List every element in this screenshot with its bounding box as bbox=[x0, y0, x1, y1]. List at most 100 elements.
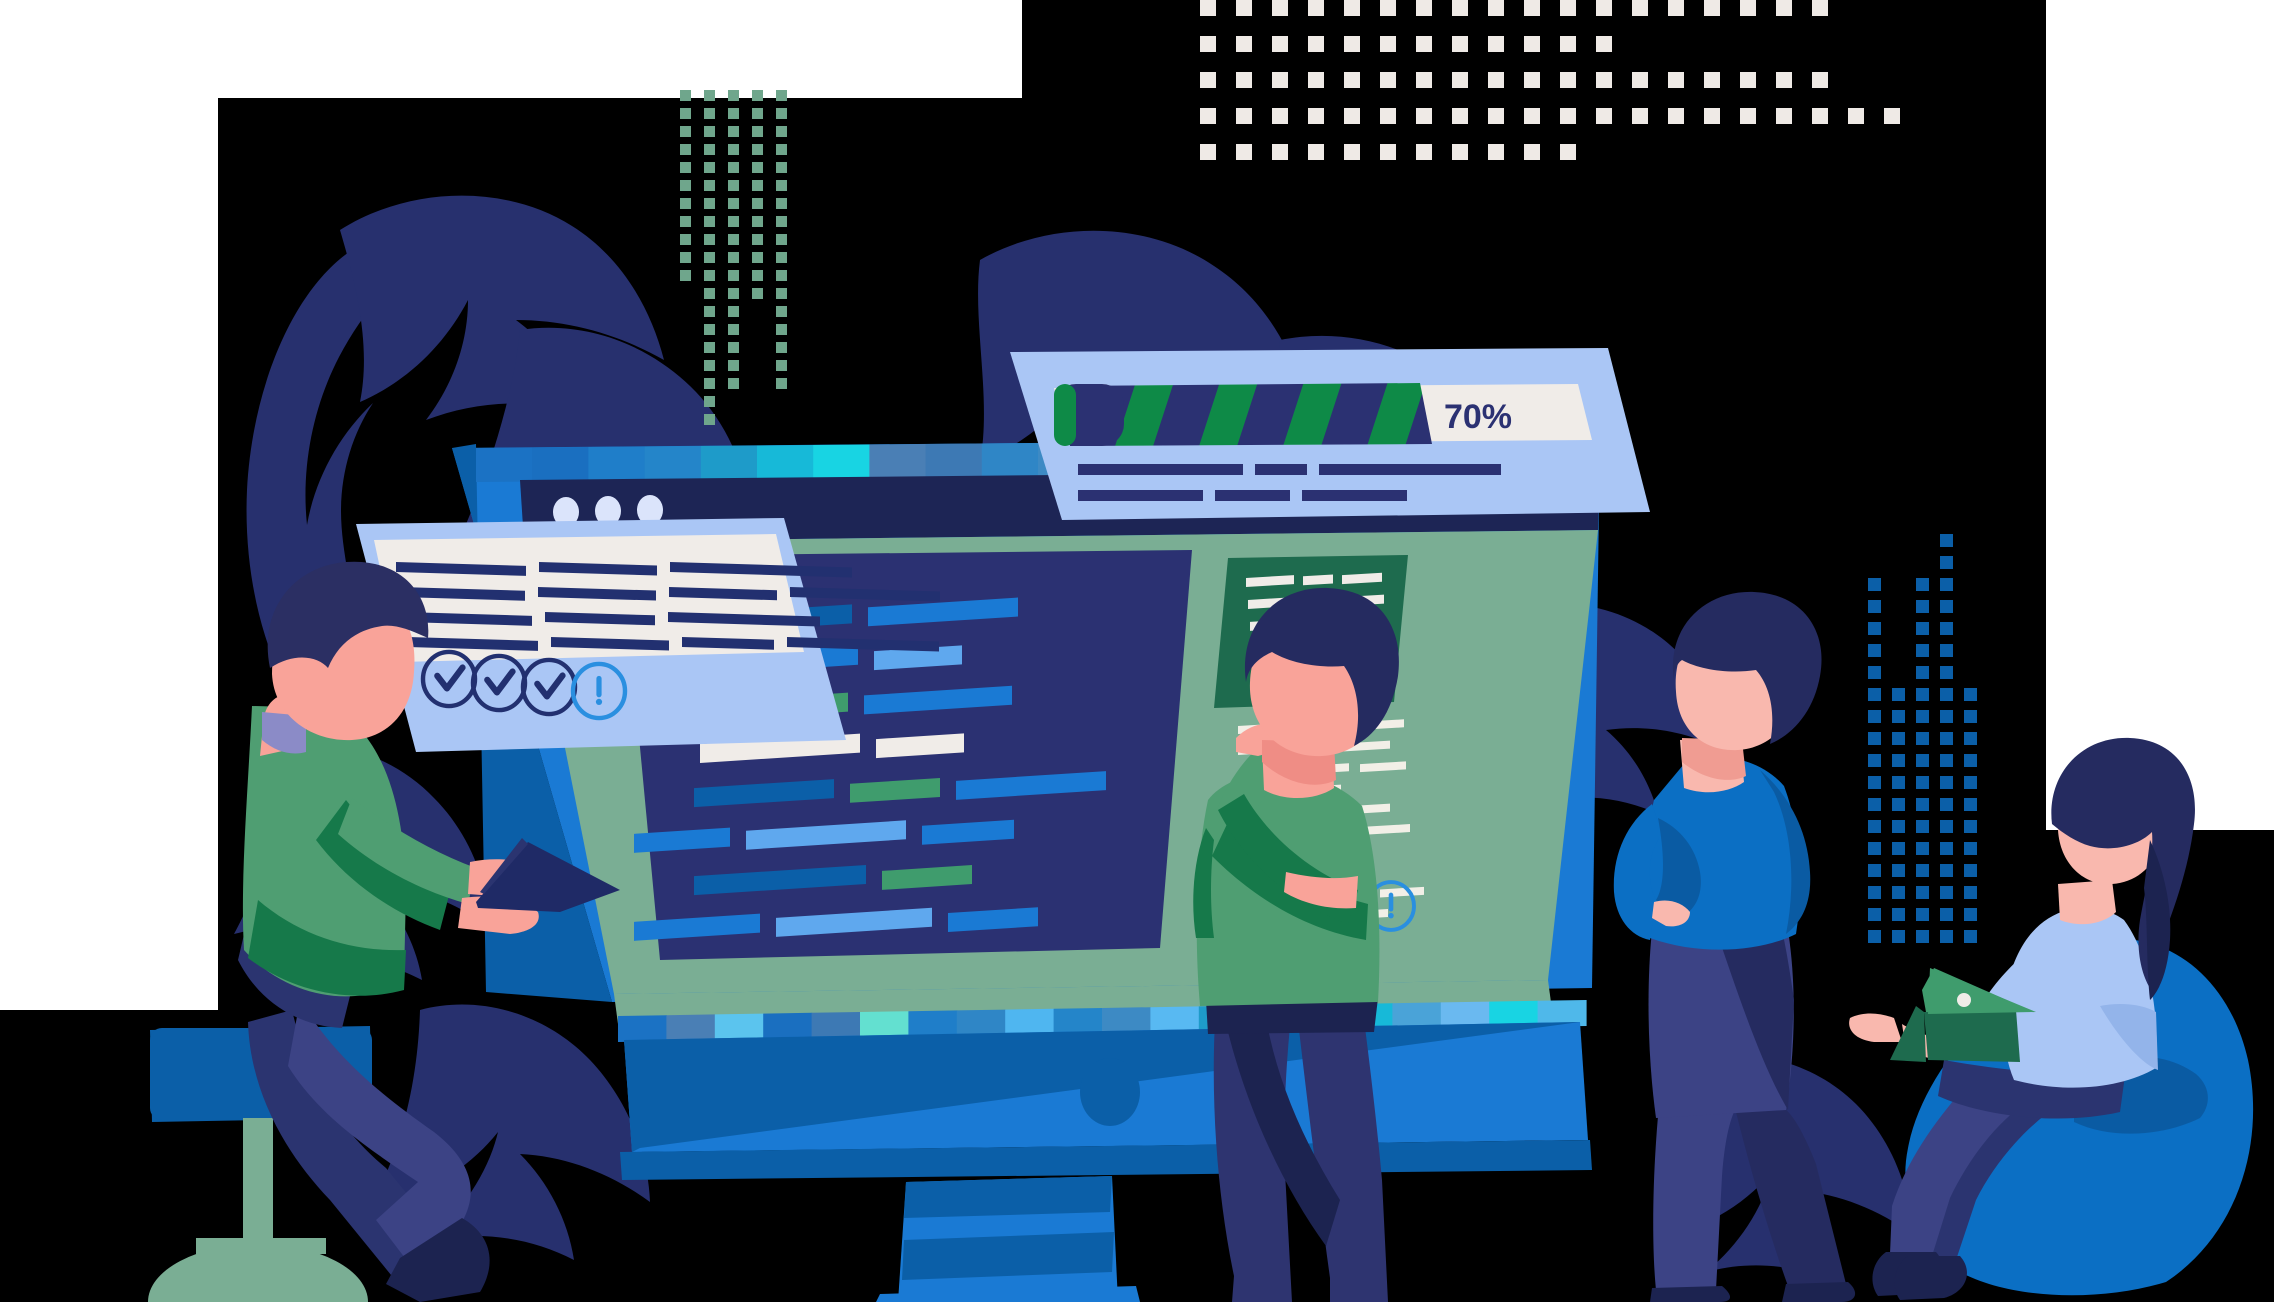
dot bbox=[1452, 144, 1468, 160]
checklist-card[interactable] bbox=[356, 518, 940, 752]
base-stripe-segment bbox=[811, 1011, 861, 1039]
dot bbox=[1524, 108, 1540, 124]
window-dot-maximize-icon[interactable] bbox=[637, 495, 663, 525]
code-bar bbox=[776, 907, 932, 937]
dot bbox=[1892, 710, 1905, 723]
dot bbox=[1868, 754, 1881, 767]
leg-back bbox=[1912, 1092, 2060, 1260]
base-stripe-segment bbox=[763, 1012, 813, 1040]
dot-grid-green bbox=[680, 90, 787, 425]
dot bbox=[1452, 108, 1468, 124]
panel-body-line bbox=[1358, 824, 1410, 836]
dot bbox=[704, 198, 715, 209]
panel-body-line bbox=[1360, 761, 1406, 773]
dot bbox=[1940, 622, 1953, 635]
dot bbox=[1916, 578, 1929, 591]
dot bbox=[680, 234, 691, 245]
dot bbox=[1200, 108, 1216, 124]
base-stripe-segment bbox=[908, 1010, 958, 1038]
dot bbox=[1380, 144, 1396, 160]
stripe-segment bbox=[925, 443, 983, 478]
checklist-line bbox=[790, 587, 940, 602]
dot bbox=[1380, 72, 1396, 88]
monitor-stand-foot bbox=[876, 1286, 1140, 1302]
window-dot-close-icon[interactable] bbox=[553, 497, 579, 527]
base-stripe-segment bbox=[666, 1014, 716, 1042]
neck bbox=[2058, 880, 2116, 925]
checklist-line bbox=[670, 562, 852, 578]
dot bbox=[1964, 886, 1977, 899]
dot bbox=[1272, 0, 1288, 16]
monitor-stand-neck-band-2 bbox=[902, 1232, 1114, 1280]
dot bbox=[752, 126, 763, 137]
stripe-segment bbox=[700, 445, 758, 480]
dot bbox=[1524, 144, 1540, 160]
monitor-power-button[interactable] bbox=[1080, 1058, 1140, 1126]
monitor-stand-neck-band-1 bbox=[904, 1176, 1112, 1218]
dot bbox=[1272, 108, 1288, 124]
dot bbox=[1200, 0, 1216, 16]
dot bbox=[752, 90, 763, 101]
hand bbox=[1849, 1013, 1902, 1042]
dot bbox=[1916, 710, 1929, 723]
progress-card[interactable]: 70% bbox=[1000, 348, 1650, 520]
code-bar bbox=[864, 685, 1012, 715]
dot bbox=[728, 198, 739, 209]
dot bbox=[1868, 798, 1881, 811]
dot bbox=[776, 90, 787, 101]
checklist-line bbox=[551, 637, 669, 651]
person-seated-right bbox=[1849, 737, 2254, 1300]
dot bbox=[1892, 930, 1905, 943]
window-control-dots[interactable] bbox=[553, 495, 663, 527]
dot bbox=[752, 198, 763, 209]
dot bbox=[1416, 72, 1432, 88]
code-bar bbox=[694, 779, 834, 808]
stripe-segment bbox=[644, 445, 702, 481]
dot bbox=[1868, 842, 1881, 855]
shoe-left bbox=[1650, 1286, 1731, 1302]
dot bbox=[704, 126, 715, 137]
progress-card-text-line bbox=[1255, 464, 1307, 475]
dot bbox=[776, 270, 787, 281]
code-bar bbox=[850, 777, 940, 803]
dot bbox=[1868, 930, 1881, 943]
dot bbox=[728, 360, 739, 371]
dot bbox=[680, 108, 691, 119]
dot bbox=[1200, 144, 1216, 160]
laptop-base[interactable] bbox=[1890, 1006, 1926, 1062]
dot bbox=[704, 324, 715, 335]
dot bbox=[1868, 732, 1881, 745]
dot bbox=[1892, 776, 1905, 789]
dot bbox=[1776, 0, 1792, 16]
dot bbox=[776, 144, 787, 155]
leg-left bbox=[1653, 1112, 1734, 1290]
laptop[interactable] bbox=[476, 842, 620, 912]
dot bbox=[1884, 108, 1900, 124]
dot bbox=[1668, 72, 1684, 88]
dot bbox=[776, 252, 787, 263]
base-stripe-segment bbox=[1440, 1001, 1490, 1029]
panel-card-line bbox=[1246, 575, 1294, 587]
base-stripe-segment bbox=[956, 1009, 1006, 1037]
progress-card-text-line bbox=[1215, 490, 1290, 501]
checklist-line bbox=[668, 612, 820, 627]
code-bar bbox=[874, 645, 962, 671]
laptop-logo-icon bbox=[1957, 993, 1971, 1007]
dot bbox=[1940, 578, 1953, 591]
progress-fill-cap-stripe bbox=[1054, 384, 1076, 446]
dot bbox=[1488, 36, 1504, 52]
dot bbox=[776, 108, 787, 119]
alert-circle-icon[interactable] bbox=[570, 661, 628, 721]
stool-base bbox=[148, 1244, 368, 1302]
base-stripe-segment bbox=[618, 1015, 667, 1042]
hand bbox=[1284, 872, 1358, 909]
dot bbox=[1380, 108, 1396, 124]
dot bbox=[1940, 666, 1953, 679]
checklist-icons[interactable] bbox=[420, 649, 628, 721]
dot bbox=[1740, 108, 1756, 124]
top-body bbox=[2003, 908, 2157, 1088]
dot bbox=[1704, 108, 1720, 124]
window-dot-minimize-icon[interactable] bbox=[595, 496, 621, 526]
checklist-line bbox=[404, 612, 532, 626]
stripe-segment bbox=[588, 446, 646, 481]
